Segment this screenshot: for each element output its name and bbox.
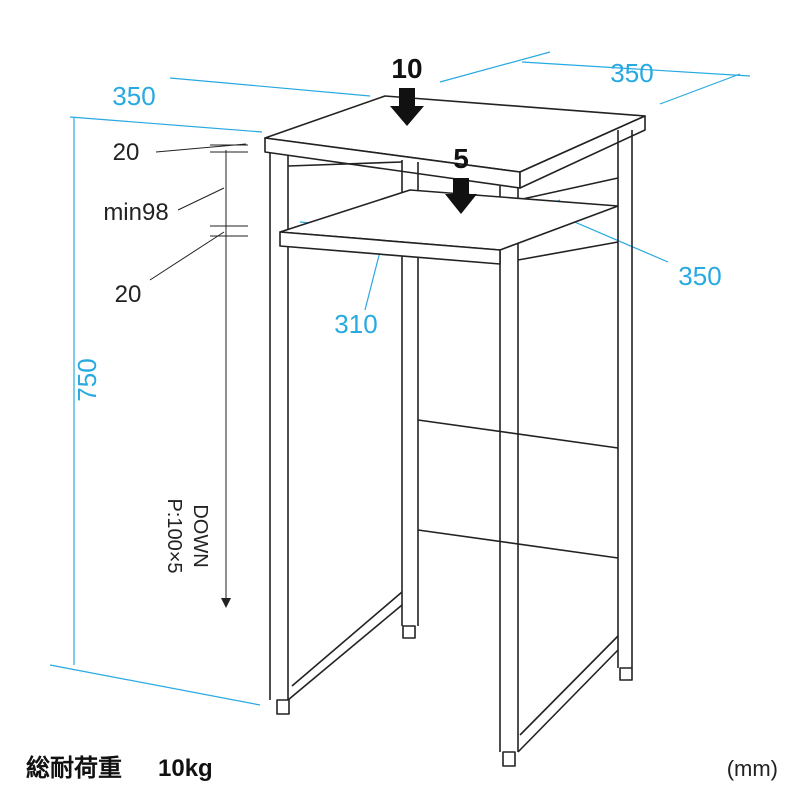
shelf-load-arrow-icon (445, 178, 477, 214)
width-dimension-label: 350 (112, 81, 155, 111)
depth-dimension-label: 350 (610, 58, 653, 88)
shelf-thickness-label: 20 (115, 281, 142, 308)
top-thickness-label: 20 (113, 139, 140, 166)
shelf-gap-label: min98 (103, 199, 168, 226)
stand-outline (264, 95, 646, 767)
height-dimension-label: 750 (72, 358, 102, 401)
load-shelf-label: 5 (453, 143, 469, 174)
adjust-direction-label: DOWN (189, 504, 211, 567)
adjust-note: P:100×5 DOWN (163, 498, 211, 573)
shelf-depth-dimension-label: 350 (678, 261, 721, 291)
down-arrow-icon (221, 598, 231, 608)
unit-label: (mm) (727, 756, 778, 781)
shelf-width-dimension-label: 310 (334, 309, 377, 339)
thickness-leaders (149, 143, 248, 598)
top-load-arrow-icon (390, 88, 424, 126)
caption-value: 10kg (158, 755, 213, 782)
adjust-pitch-label: P:100×5 (163, 498, 185, 573)
load-top-label: 10 (391, 53, 422, 84)
caption-title: 総耐荷重 (26, 754, 122, 782)
